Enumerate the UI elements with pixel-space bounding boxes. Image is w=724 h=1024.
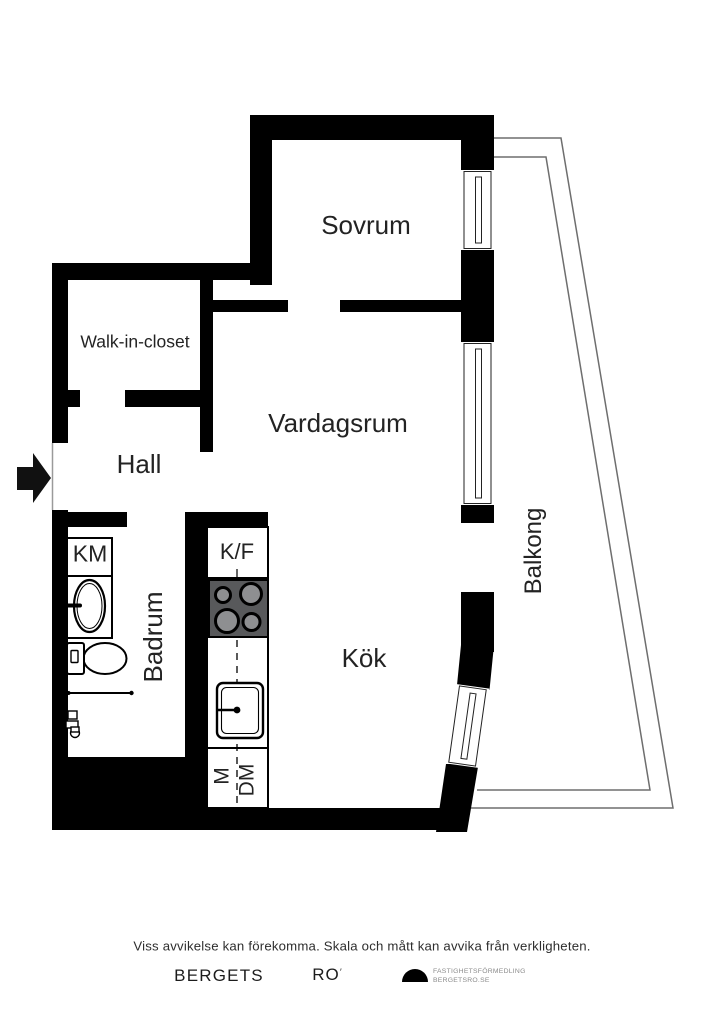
brand-trademark-mark: ′ [340,967,342,977]
washbasin-icon [67,578,107,634]
sovrum-label: Sovrum [321,210,411,240]
vardagsrum-left-wall [213,300,288,312]
microwave-label: M [210,767,234,785]
balcony-inner-rail [477,156,651,791]
brand-bergets: BERGETS [174,966,264,985]
bathroom-fixtures [65,537,134,739]
walls [52,115,494,832]
agency-line1: FASTIGHETSFÖRMEDLING [433,968,526,975]
right-wall-below-window [461,505,494,523]
kitchen-sink-icon [215,681,265,740]
toilet-icon [66,642,128,675]
right-wall-top [461,115,494,170]
closet-door-jamb [52,390,80,407]
closet-right-wall [200,280,213,452]
closet-top-wall [52,263,272,280]
right-wall-slant-upper [456,645,494,690]
disclaimer-text: Viss avvikelse kan förekomma. Skala och … [133,938,591,954]
kitchen-window [445,684,490,768]
sovrum-bottom-wall [340,300,461,312]
agency-line2: BERGETSRO.SE [433,976,490,984]
towel-rail-icon [66,690,134,696]
agency-text: FASTIGHETSFÖRMEDLING BERGETSRO.SE [433,968,526,986]
kok-label: Kök [341,643,387,673]
balkong-label: Balkong [520,507,547,595]
right-wall-below-door [461,592,494,652]
fridge-freezer-label: K/F [219,539,255,564]
balcony-railing [471,137,674,809]
bathroom-bottom-wall [52,757,213,830]
hall-label: Hall [116,449,162,479]
closet-bottom-wall [125,390,213,407]
bathroom-kitchen-divider-wall [185,512,207,757]
bathroom-top-wall [52,512,127,527]
sovrum-window [461,170,494,250]
left-wall-upper [52,263,68,443]
washing-machine-label: KM [72,540,108,567]
vardagsrum-window [461,342,494,505]
badrum-label: Badrum [138,591,168,683]
sovrum-left-wall [250,115,272,285]
half-circle-logo-icon [402,969,428,982]
walk-in-closet-label: Walk-in-closet [80,331,190,352]
brand-ro: RO [312,965,340,984]
top-wall [250,115,494,140]
shower-mixer-icon [65,710,81,739]
balcony-outer-rail [471,137,674,809]
stove-burners [214,582,263,634]
right-wall-mid [461,250,494,342]
left-wall-lower [52,510,68,810]
kitchen-counter [206,526,269,809]
vardagsrum-label: Vardagsrum [268,408,408,438]
entrance-arrow-icon [17,453,51,503]
dishwasher-label: DM [235,763,259,797]
